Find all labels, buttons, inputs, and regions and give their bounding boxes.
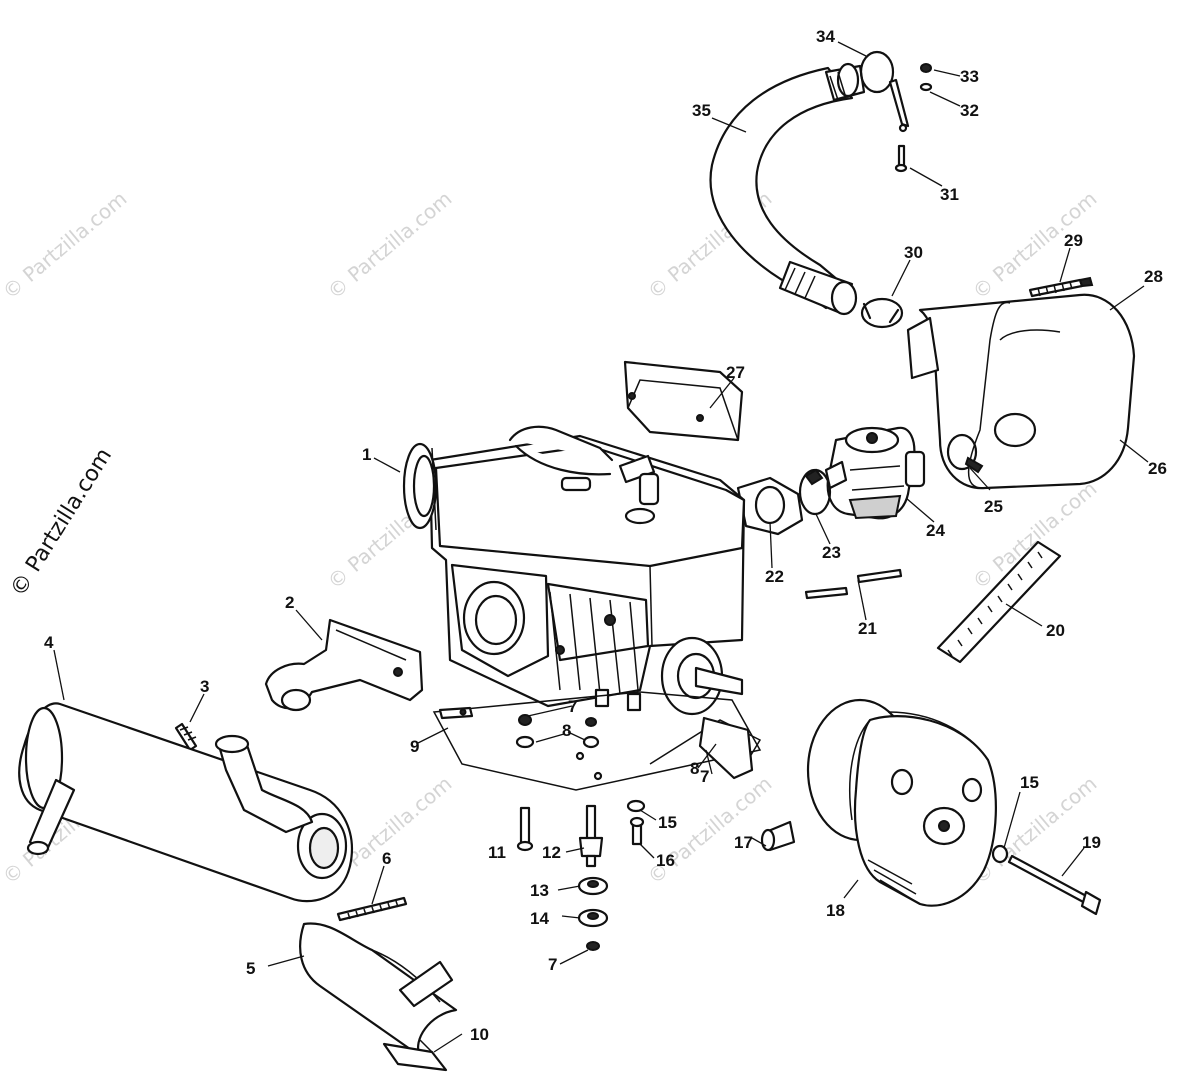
callout-22: 22 xyxy=(765,567,784,586)
callout-24: 24 xyxy=(926,521,945,540)
callout-34: 34 xyxy=(816,27,835,46)
drive-clutch xyxy=(806,698,997,907)
bolt-short xyxy=(629,816,645,846)
hose-clamp-ring xyxy=(859,50,910,133)
guide-pins xyxy=(804,568,903,600)
callout-1: 1 xyxy=(362,445,371,464)
callout-7: 7 xyxy=(568,697,577,716)
callout-5: 5 xyxy=(246,959,255,978)
callout-32: 32 xyxy=(960,101,979,120)
callout-15: 15 xyxy=(1020,773,1039,792)
callout-16: 16 xyxy=(656,851,675,870)
washer xyxy=(626,799,1009,864)
leader-lines xyxy=(53,41,1149,1053)
carburetor xyxy=(824,426,926,520)
side-watermark: © Partzilla.com xyxy=(6,444,117,601)
callout-13: 13 xyxy=(530,881,549,900)
air-silencer xyxy=(906,293,1136,490)
callout-2: 2 xyxy=(285,593,294,612)
callout-21: 21 xyxy=(858,619,877,638)
callout-10: 10 xyxy=(470,1025,489,1044)
callout-29: 29 xyxy=(1064,231,1083,250)
callout-19: 19 xyxy=(1082,833,1101,852)
watermark: © Partzilla.com xyxy=(323,186,457,304)
engine-mount-plate xyxy=(432,691,762,791)
callout-11: 11 xyxy=(488,843,506,862)
callout-33: 33 xyxy=(960,67,979,86)
muffler xyxy=(18,702,353,903)
callout-15: 15 xyxy=(658,813,677,832)
intake-clamp xyxy=(798,468,832,516)
callout-8: 8 xyxy=(690,759,699,778)
clutch-bracket xyxy=(649,716,796,852)
callout-35: 35 xyxy=(692,101,711,120)
callout-20: 20 xyxy=(1046,621,1065,640)
callout-3: 3 xyxy=(200,677,209,696)
callout-31: 31 xyxy=(940,185,959,204)
heat-shield xyxy=(299,922,458,1058)
callout-25: 25 xyxy=(984,497,1003,516)
hose-clamp xyxy=(860,297,904,329)
drive-belt xyxy=(936,540,1062,664)
spring xyxy=(1028,276,1094,298)
carburetor-clamp xyxy=(946,433,984,474)
clutch-bolt xyxy=(1007,854,1102,916)
muffler-spring xyxy=(336,896,408,922)
callout-4: 4 xyxy=(44,633,54,652)
callout-6: 6 xyxy=(382,849,391,868)
callout-27: 27 xyxy=(726,363,745,382)
mounting-stud xyxy=(578,804,604,868)
air-intake-hose xyxy=(709,62,866,316)
screw xyxy=(894,144,908,173)
callout-30: 30 xyxy=(904,243,923,262)
callout-26: 26 xyxy=(1148,459,1167,478)
engine xyxy=(402,425,746,716)
callout-28: 28 xyxy=(1144,267,1163,286)
muffler-bracket xyxy=(382,1039,448,1072)
watermark: © Partzilla.com xyxy=(0,186,131,304)
callout-8: 8 xyxy=(562,721,571,740)
top-cover xyxy=(623,360,744,442)
bolt xyxy=(516,806,534,852)
nut-and-washer xyxy=(919,63,933,92)
callout-14: 14 xyxy=(530,909,549,928)
callout-7: 7 xyxy=(548,955,557,974)
intake-flange xyxy=(736,476,804,536)
callout-7: 7 xyxy=(700,767,709,786)
callout-9: 9 xyxy=(410,737,419,756)
callout-18: 18 xyxy=(826,901,845,920)
callout-17: 17 xyxy=(734,833,753,852)
callout-labels: 1 2 3 4 5 6 7 8 9 10 11 12 13 14 7 15 16… xyxy=(44,27,1167,1044)
exhaust-manifold xyxy=(264,618,424,712)
callout-12: 12 xyxy=(542,843,561,862)
rubber-mount xyxy=(577,876,609,928)
callout-23: 23 xyxy=(822,543,841,562)
